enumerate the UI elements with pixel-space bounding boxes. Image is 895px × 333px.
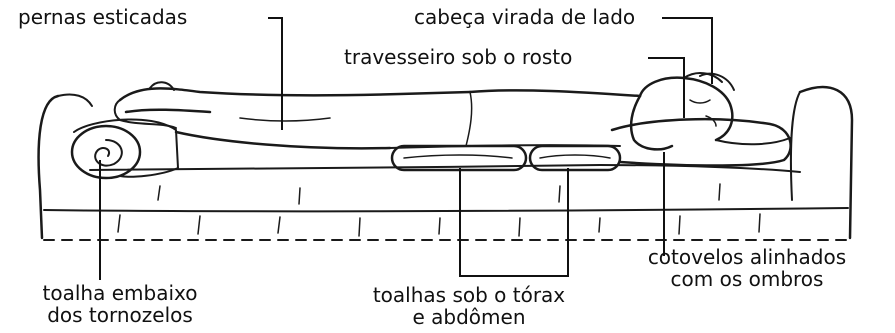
label-ankle-towel-line2: dos tornozelos <box>47 303 193 327</box>
label-ankle-towel-line1: toalha embaixo <box>42 281 198 305</box>
leader-torso-towels <box>459 168 569 277</box>
label-legs: pernas esticadas <box>18 5 188 29</box>
label-elbows-line1: cotovelos alinhados <box>647 245 847 269</box>
label-ankle-towel: toalha embaixo dos tornozelos <box>20 282 220 326</box>
leader-head <box>662 17 713 84</box>
leader-pillow <box>648 57 685 118</box>
label-torso-towels-line2: e abdômen <box>412 305 526 329</box>
leader-lines <box>99 17 713 280</box>
ankle-towel-roll <box>70 118 179 180</box>
person-lying-prone <box>113 72 792 167</box>
label-elbows: cotovelos alinhados com os ombros <box>602 246 892 290</box>
label-head: cabeça virada de lado <box>414 5 636 29</box>
leader-legs <box>268 17 283 130</box>
label-torso-towels: toalhas sob o tórax e abdômen <box>334 284 604 328</box>
label-torso-towels-line1: toalhas sob o tórax <box>372 283 566 307</box>
label-elbows-line2: com os ombros <box>670 267 824 291</box>
label-pillow: travesseiro sob o rosto <box>344 45 573 69</box>
massage-table <box>37 85 854 241</box>
